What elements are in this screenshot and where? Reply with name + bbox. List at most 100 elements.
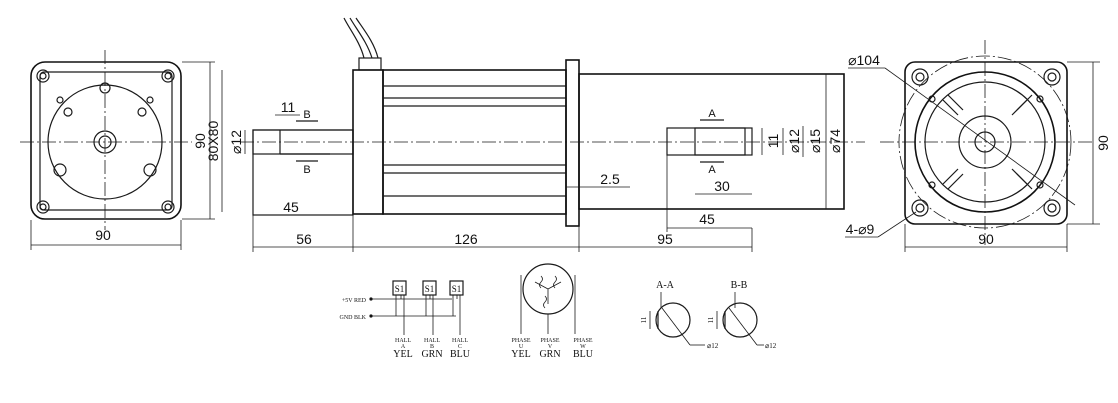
hall-b-letter: B	[430, 344, 434, 350]
coil	[539, 275, 543, 289]
phase-wiring: PHASE U YEL PHASE V GRN PHASE W BLU	[511, 263, 594, 360]
phase-v-label: PHASE	[540, 338, 559, 344]
section-b-bottom: B	[303, 164, 310, 176]
section-aa-title: A-A	[656, 280, 675, 291]
right-key-length: 30	[714, 178, 730, 194]
hall-c-letter: C	[458, 344, 462, 350]
gap-dim: 2.5	[600, 171, 620, 187]
rear-corner-hole	[911, 199, 929, 217]
front-bolt-hole	[63, 107, 73, 117]
front-corner-hole-inner	[164, 203, 172, 211]
section-bb: B-B 11 ⌀12	[707, 280, 777, 350]
rear-corner-hole	[1043, 199, 1061, 217]
front-corner-hole	[36, 200, 50, 214]
hall-sensor-b-label: S1	[425, 284, 435, 294]
phase-w-label: PHASE	[573, 338, 592, 344]
section-aa-circle	[655, 302, 691, 338]
hall-sensor-b	[422, 280, 437, 296]
rear-view: ⌀104 4-⌀9 90 90	[845, 40, 1111, 252]
front-flange-inner	[39, 71, 173, 211]
phase-u-label: PHASE	[511, 338, 530, 344]
hall-sensor-a	[392, 280, 407, 296]
phase-v-letter: V	[548, 344, 553, 350]
front-corner-hole	[161, 200, 175, 214]
section-bb-circle	[722, 302, 758, 338]
cable-line	[349, 17, 373, 59]
rear-small-hole	[928, 181, 936, 189]
wire-node	[369, 297, 373, 301]
coil	[543, 295, 547, 309]
hall-b-color: GRN	[421, 349, 442, 360]
rear-flange-outline	[904, 61, 1068, 225]
section-bb-title: B-B	[731, 280, 748, 291]
front-bolt-hole	[53, 163, 67, 177]
side-view: ⌀12 11 B B 45 56 126 95 2.5 A A 30	[228, 17, 865, 252]
hall-c-color: BLU	[450, 349, 471, 360]
coil	[553, 275, 557, 289]
hall-sensor-c	[449, 280, 464, 296]
front-flange-outline	[30, 61, 182, 220]
rear-small-hole	[1036, 95, 1044, 103]
left-key-width: 11	[281, 99, 296, 115]
front-corner-hole-inner	[164, 72, 172, 80]
phase-u-letter: U	[519, 344, 524, 350]
right-shaft	[666, 127, 753, 156]
shaft-length-dim: 56	[296, 231, 312, 247]
hall-b-label: HALL	[424, 338, 440, 344]
right-key-width: 11	[765, 134, 781, 149]
hall-a-color: YEL	[393, 349, 412, 360]
section-bb-dim-11: 11	[707, 316, 715, 323]
leader	[877, 211, 917, 238]
left-shaft-dia: ⌀12	[228, 130, 244, 154]
phase-w-color: BLU	[573, 349, 594, 360]
right-shaft-dia: ⌀12	[786, 129, 802, 153]
rear-corner-hole-inner	[915, 203, 925, 213]
rear-corner-hole	[911, 68, 929, 86]
section-aa: A-A 11 ⌀12	[640, 280, 719, 350]
hall-sensor-c-label: S1	[452, 284, 462, 294]
wire-node	[369, 314, 373, 318]
section-aa-dim-11: 11	[640, 316, 648, 323]
rear-small-hole	[1036, 181, 1044, 189]
section-leader	[728, 307, 758, 346]
hall-c-label: HALL	[452, 338, 468, 344]
rear-height-dim: 90	[1095, 135, 1111, 151]
section-b-top: B	[303, 109, 310, 121]
left-key-length: 45	[283, 199, 299, 215]
rear-holes-dim: 4-⌀9	[846, 221, 875, 237]
leader	[884, 67, 1076, 206]
front-bolt-hole	[137, 107, 147, 117]
phase-w-letter: W	[580, 344, 586, 350]
rear-pcd-dim: ⌀104	[848, 52, 880, 68]
rear-width-dim: 90	[978, 231, 994, 247]
phase-v-color: GRN	[539, 349, 560, 360]
hall-a-letter: A	[401, 344, 406, 350]
front-bolt-hole	[56, 96, 64, 104]
shaft-right-length-dim: 95	[657, 231, 673, 247]
body-length-dim: 126	[454, 231, 478, 247]
hall-sensor-a-label: S1	[395, 284, 405, 294]
phase-u-color: YEL	[511, 349, 530, 360]
section-bb-dia: ⌀12	[765, 342, 777, 350]
section-leader	[661, 307, 691, 346]
phase-star	[534, 281, 562, 304]
right-key-full-length: 45	[699, 211, 715, 227]
section-a-top: A	[708, 108, 716, 120]
front-corner-hole-inner	[39, 72, 47, 80]
front-bolt-hole	[143, 163, 157, 177]
cable-gland	[358, 57, 382, 71]
right-key	[694, 127, 746, 156]
cable	[343, 17, 365, 59]
front-height-dim: 90	[192, 133, 208, 149]
plus5v-label: +5V RED	[342, 298, 367, 304]
cable-line	[355, 17, 379, 59]
rear-flange-side	[565, 59, 580, 227]
spoke	[942, 168, 959, 185]
front-bolt-pattern-dim: 80X80	[205, 121, 221, 162]
front-corner-hole	[36, 69, 50, 83]
front-bolt-hole	[146, 96, 154, 104]
section-aa-dia: ⌀12	[707, 342, 719, 350]
spoke	[947, 94, 964, 111]
rear-corner-hole	[1043, 68, 1061, 86]
